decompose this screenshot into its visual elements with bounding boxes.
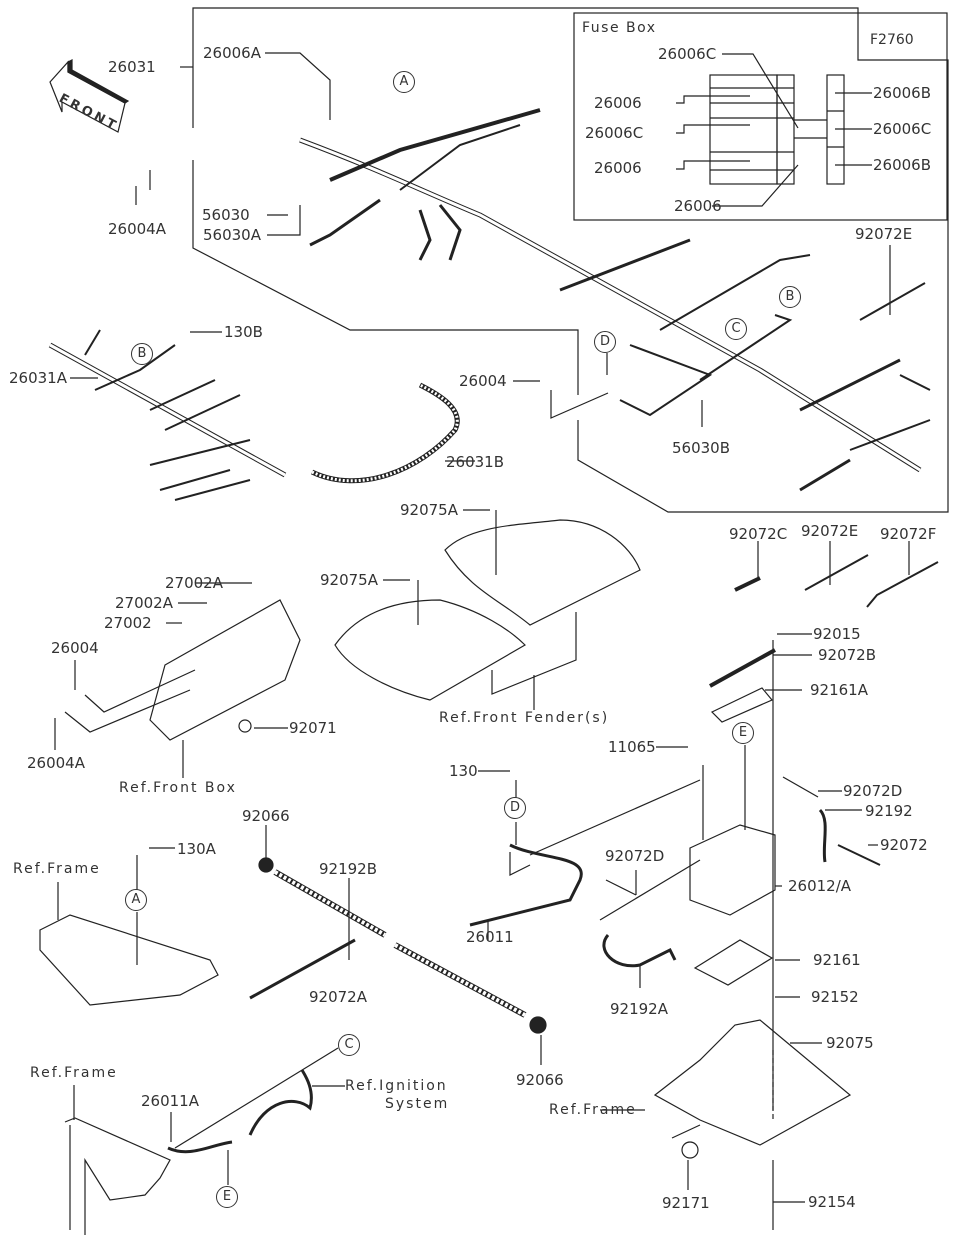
part-label[interactable]: 92075A <box>320 571 378 589</box>
ref-frame-bottom: Ref.Frame <box>30 1065 118 1081</box>
part-label[interactable]: 56030 <box>202 206 250 224</box>
part-label[interactable]: 92161A <box>810 681 868 699</box>
fender-right-shape <box>444 519 641 626</box>
part-label[interactable]: 92161 <box>813 951 861 969</box>
ref-ignition-system: Ref.Ignition <box>345 1078 448 1094</box>
part-label[interactable]: 26004 <box>459 372 507 390</box>
battery-tray-shape <box>653 1019 852 1146</box>
fuse-label[interactable]: 26006 <box>594 94 642 112</box>
callout-b: B <box>779 286 801 308</box>
callout-e: E <box>732 722 754 744</box>
part-label[interactable]: 26012/A <box>788 877 852 895</box>
part-label[interactable]: 92075A <box>400 501 458 519</box>
part-label[interactable]: 26004 <box>51 639 99 657</box>
part-label[interactable]: 92152 <box>811 988 859 1006</box>
callout-c: C <box>338 1034 360 1056</box>
ref-frame-tray: Ref.Frame <box>549 1102 637 1118</box>
callout-b: B <box>131 343 153 365</box>
ref-frame-left: Ref.Frame <box>13 861 101 877</box>
part-label[interactable]: 92154 <box>808 1193 856 1211</box>
part-label[interactable]: 26011 <box>466 928 514 946</box>
part-label[interactable]: 92066 <box>242 807 290 825</box>
part-label[interactable]: 27002A <box>115 594 173 612</box>
part-label[interactable]: 92171 <box>662 1194 710 1212</box>
callout-c: C <box>725 318 747 340</box>
part-label[interactable]: 92072C <box>729 525 788 543</box>
part-label[interactable]: 11065 <box>608 738 656 756</box>
part-label[interactable]: 26006A <box>203 44 261 62</box>
part-label[interactable]: 27002A <box>165 574 223 592</box>
part-label[interactable]: 92072D <box>843 782 903 800</box>
part-label[interactable]: 92072A <box>309 988 367 1006</box>
callout-a: A <box>125 889 147 911</box>
part-label[interactable]: 92066 <box>516 1071 564 1089</box>
part-label[interactable]: 26031 <box>108 58 156 76</box>
fuse-box-frame <box>573 12 948 221</box>
ref-front-fenders: Ref.Front Fender(s) <box>439 710 610 726</box>
part-label[interactable]: 26004A <box>27 754 85 772</box>
frame-bottom-shape <box>64 1117 171 1235</box>
callout-d: D <box>504 797 526 819</box>
ref-ignition-system-2: System <box>385 1096 450 1112</box>
part-label[interactable]: 26031B <box>446 453 505 471</box>
part-label[interactable]: 92072E <box>801 522 859 540</box>
diagram-code: F2760 <box>870 32 914 48</box>
fuse-label[interactable]: 26006B <box>873 156 932 174</box>
fender-left-shape <box>334 599 526 701</box>
part-label[interactable]: 26011A <box>141 1092 199 1110</box>
frame-left-shape <box>39 914 219 1006</box>
main-harness-frame-lower <box>192 160 579 395</box>
part-label[interactable]: 92072 <box>880 836 928 854</box>
ref-front-box: Ref.Front Box <box>119 780 237 796</box>
callout-a: A <box>393 71 415 93</box>
part-label[interactable]: 56030B <box>672 439 731 457</box>
part-label[interactable]: 26031A <box>9 369 67 387</box>
part-label[interactable]: 92192 <box>865 802 913 820</box>
part-label[interactable]: 92072B <box>818 646 877 664</box>
fuse-label[interactable]: 26006 <box>594 159 642 177</box>
main-harness-frame <box>192 7 949 513</box>
battery-shape <box>689 824 776 916</box>
callout-e: E <box>216 1186 238 1208</box>
fuse-box-title: Fuse Box <box>582 20 657 36</box>
part-label[interactable]: 92072D <box>605 847 665 865</box>
part-label[interactable]: 27002 <box>104 614 152 632</box>
part-label[interactable]: 130A <box>177 840 216 858</box>
part-label[interactable]: 92192A <box>610 1000 668 1018</box>
part-label[interactable]: 92015 <box>813 625 861 643</box>
fuse-label[interactable]: 26006C <box>873 120 932 138</box>
part-label[interactable]: 92192B <box>319 860 378 878</box>
part-label[interactable]: 92071 <box>289 719 337 737</box>
front-box-shape <box>149 599 301 741</box>
part-label[interactable]: 56030A <box>203 226 261 244</box>
fuse-label[interactable]: 26006C <box>658 45 717 63</box>
part-label[interactable]: 130B <box>224 323 263 341</box>
callout-d: D <box>594 331 616 353</box>
part-label[interactable]: 26004A <box>108 220 166 238</box>
part-label[interactable]: 92072F <box>880 525 937 543</box>
part-label[interactable]: 92075 <box>826 1034 874 1052</box>
fuse-label[interactable]: 26006C <box>585 124 644 142</box>
part-label[interactable]: 130 <box>449 762 478 780</box>
part-label[interactable]: 92072E <box>855 225 913 243</box>
fuse-label[interactable]: 26006B <box>873 84 932 102</box>
fuse-label[interactable]: 26006 <box>674 197 722 215</box>
